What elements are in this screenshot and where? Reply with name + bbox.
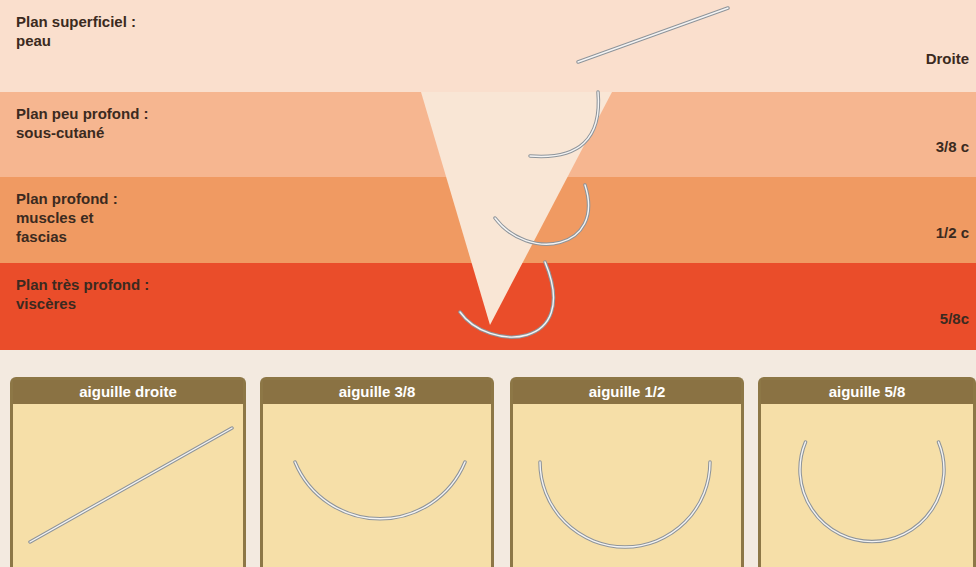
needle-3-8: [530, 92, 598, 156]
needle-curve-label: 1/2 c: [936, 223, 969, 242]
tissue-band: Plan très profond : viscères 5/8c: [0, 263, 976, 350]
tissue-band: Plan profond : muscles et fascias 1/2 c: [0, 177, 976, 263]
needle-card: aiguille 1/2: [510, 377, 744, 567]
needle-card: aiguille 3/8: [260, 377, 494, 567]
card-needle-straight: [30, 428, 232, 542]
needle-name: aiguille 5/8: [761, 380, 973, 404]
tissue-band: Plan superficiel : peauDroite: [0, 0, 976, 92]
needle-card: aiguille 5/8: [758, 377, 976, 567]
needle-curve-label: 3/8 c: [936, 137, 969, 156]
needle-card: aiguille droite: [10, 377, 246, 567]
card-needle-5-8: [800, 442, 944, 542]
needle-name: aiguille droite: [13, 380, 243, 404]
tissue-label: Plan superficiel : peau: [16, 12, 140, 50]
needle-5-8: [460, 262, 554, 337]
tissue-label: Plan profond : muscles et fascias: [16, 189, 121, 246]
needle-curve-label: Droite: [926, 49, 969, 68]
tissue-band: Plan peu profond : sous-cutané 3/8 c: [0, 92, 976, 177]
needle-1-2: [495, 185, 589, 244]
needle-name: aiguille 1/2: [513, 380, 741, 404]
wound-v: [421, 92, 612, 325]
card-needle-1-2: [540, 462, 710, 547]
needle-curve-label: 5/8c: [940, 309, 969, 328]
straight-needle: [578, 8, 728, 62]
needle-name: aiguille 3/8: [263, 380, 491, 404]
needles: [30, 8, 944, 547]
tissue-label: Plan très profond : viscères: [16, 275, 153, 313]
card-needle-3-8: [295, 462, 465, 519]
tissue-label: Plan peu profond : sous-cutané: [16, 104, 152, 142]
